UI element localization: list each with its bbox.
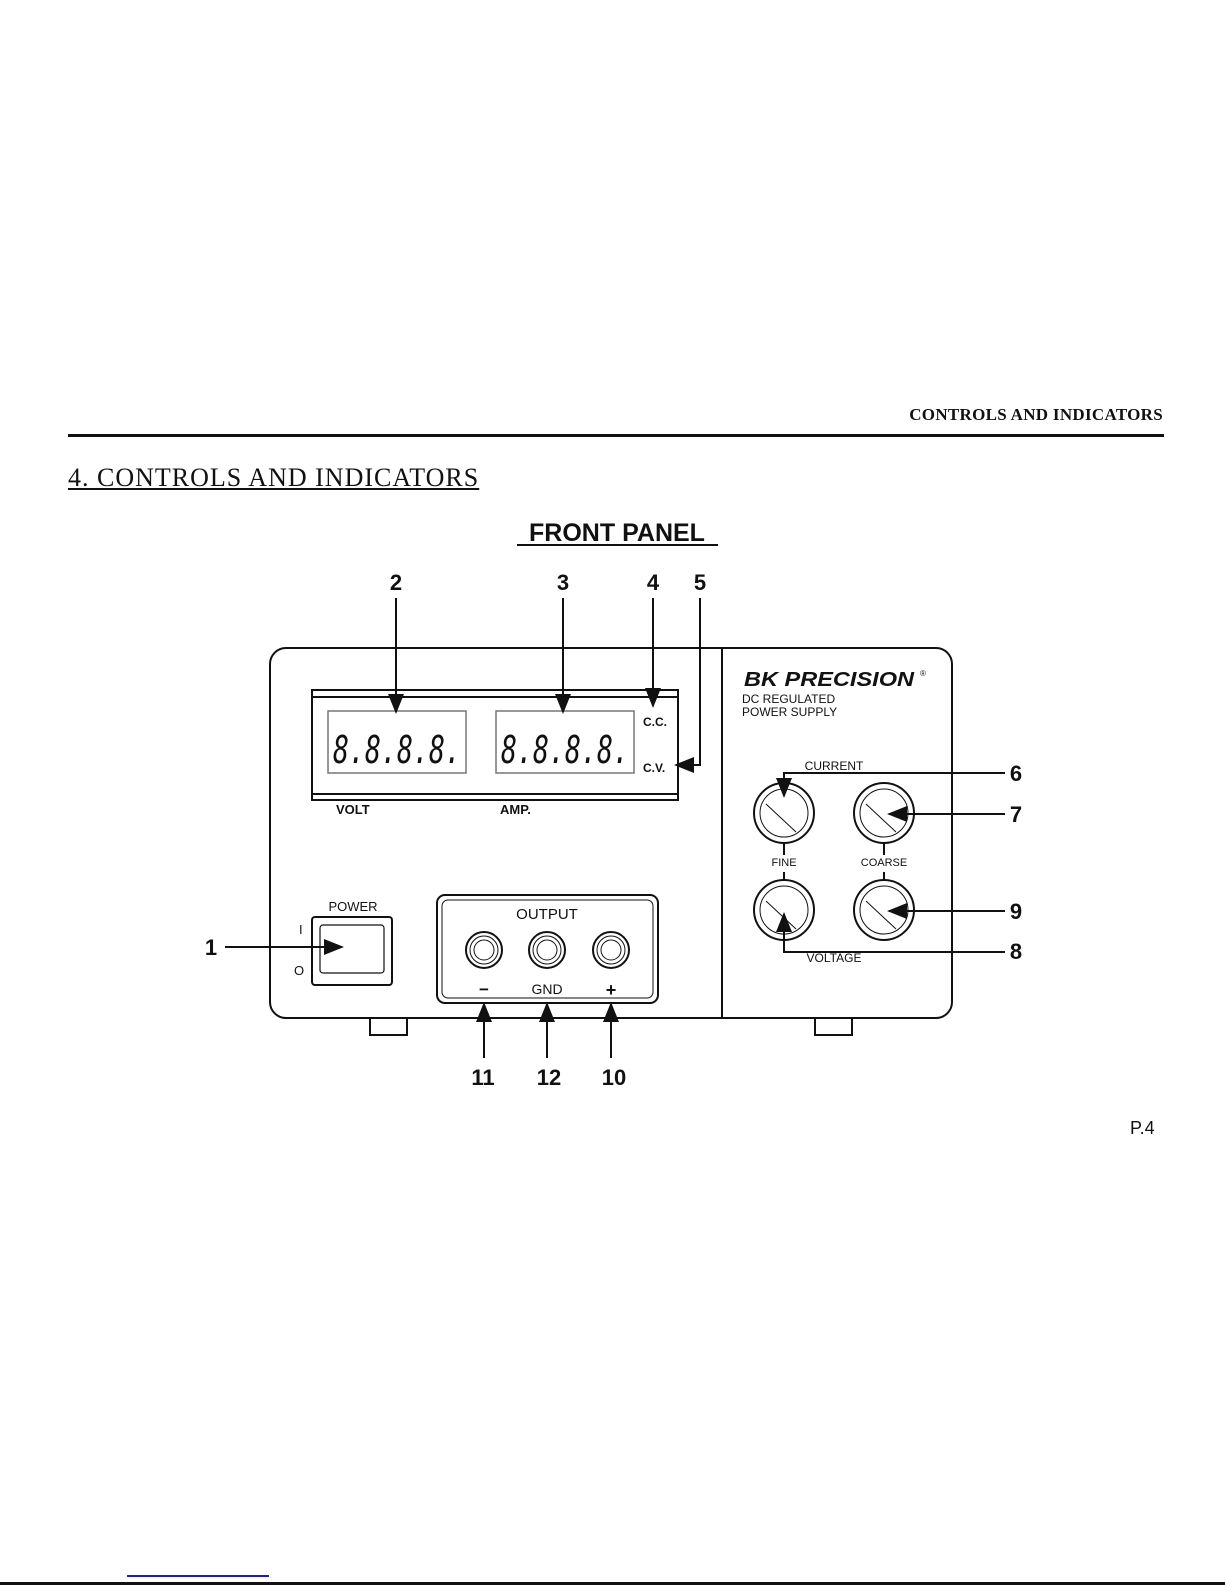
callout-6: 6 xyxy=(1010,761,1022,786)
terminal-positive[interactable] xyxy=(592,931,630,969)
volt-label: VOLT xyxy=(336,802,370,817)
brand-logo: BK PRECISION xyxy=(744,669,915,691)
volt-readout: 8.8.8.8. xyxy=(333,728,461,772)
output-label: OUTPUT xyxy=(516,906,578,923)
current-label: CURRENT xyxy=(805,759,864,773)
amp-readout: 8.8.8.8. xyxy=(501,728,629,772)
section-title: 4. CONTROLS AND INDICATORS xyxy=(68,463,480,492)
display-bezel xyxy=(311,689,679,801)
terminal-gnd[interactable] xyxy=(528,931,566,969)
callout-2: 2 xyxy=(390,570,402,595)
callout-7: 7 xyxy=(1010,802,1022,827)
callout-1: 1 xyxy=(205,935,217,960)
callout-10: 10 xyxy=(602,1065,626,1090)
cc-indicator-label: C.C. xyxy=(643,715,667,729)
power-switch[interactable] xyxy=(311,916,393,986)
minus-label: − xyxy=(479,980,489,999)
off-label: O xyxy=(294,963,304,978)
page-number: P.4 xyxy=(1130,1118,1155,1138)
header-rule xyxy=(68,434,1164,437)
fine-label: FINE xyxy=(771,857,796,869)
cv-indicator-label: C.V. xyxy=(643,761,665,775)
plus-label: + xyxy=(606,980,617,1000)
running-header: CONTROLS AND INDICATORS xyxy=(909,405,1163,424)
right-foot xyxy=(814,1017,853,1036)
bottom-border xyxy=(0,1582,1225,1585)
registered-mark: ® xyxy=(920,669,926,678)
callout-5: 5 xyxy=(694,570,706,595)
callout-12: 12 xyxy=(537,1065,561,1090)
product-subtitle-2: POWER SUPPLY xyxy=(742,705,837,719)
terminal-negative[interactable] xyxy=(465,931,503,969)
callout-11: 11 xyxy=(471,1065,494,1090)
callout-3: 3 xyxy=(557,570,569,595)
callout-8: 8 xyxy=(1010,939,1022,964)
on-label: I xyxy=(299,922,303,937)
voltage-label: VOLTAGE xyxy=(807,951,862,965)
amp-label: AMP. xyxy=(500,802,531,817)
product-subtitle-1: DC REGULATED xyxy=(742,692,835,706)
callout-9: 9 xyxy=(1010,899,1022,924)
left-foot xyxy=(369,1017,408,1036)
link-underline xyxy=(127,1575,269,1577)
coarse-label: COARSE xyxy=(861,857,907,869)
gnd-label: GND xyxy=(531,981,562,997)
callout-4: 4 xyxy=(647,570,660,595)
power-label: POWER xyxy=(328,899,377,914)
figure-title: FRONT PANEL xyxy=(529,519,705,547)
